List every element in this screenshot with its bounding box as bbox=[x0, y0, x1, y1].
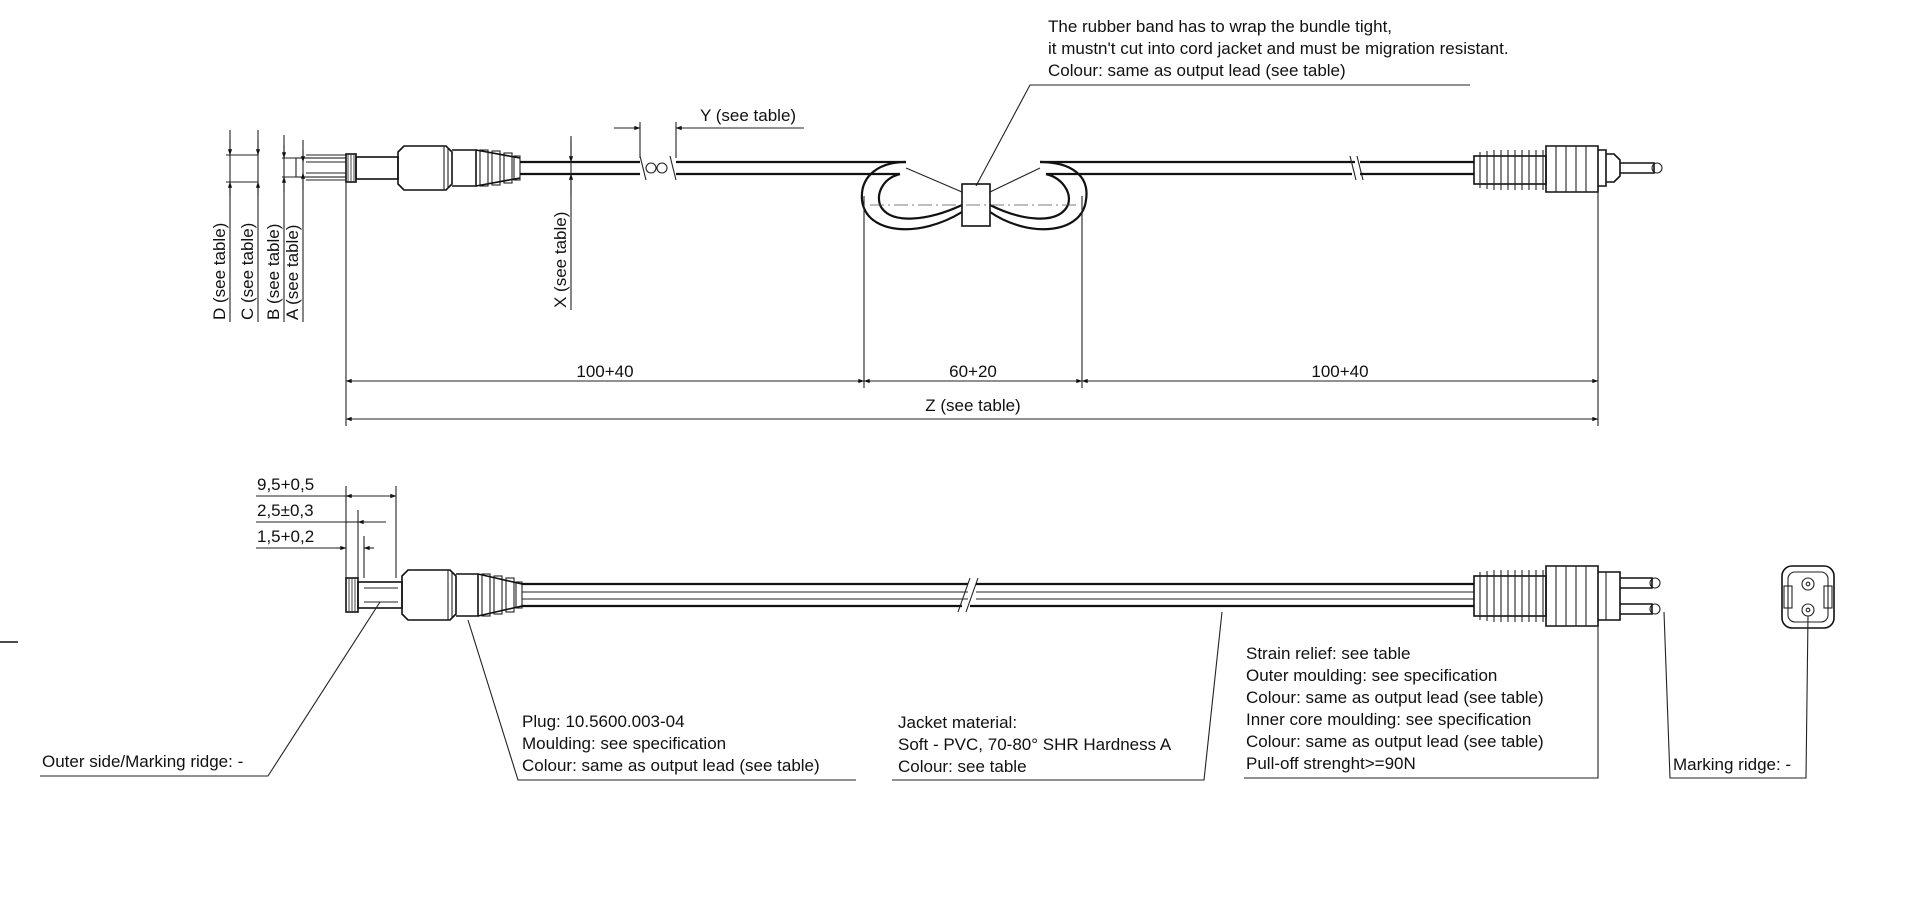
band-note-line2: it mustn't cut into cord jacket and must… bbox=[1048, 39, 1509, 58]
note-marking: Marking ridge: - bbox=[1663, 611, 1809, 779]
dim-1-5: 1,5+0,2 bbox=[257, 527, 314, 546]
dim-a-label: A (see table) bbox=[283, 225, 302, 320]
top-view: The rubber band has to wrap the bundle t… bbox=[210, 17, 1663, 426]
note-outer-side-text: Outer side/Marking ridge: - bbox=[42, 752, 243, 771]
band-note: The rubber band has to wrap the bundle t… bbox=[975, 17, 1509, 187]
dim-y: Y (see table) bbox=[614, 106, 804, 158]
note-marking-text: Marking ridge: - bbox=[1673, 755, 1791, 774]
right-connector-top bbox=[1473, 145, 1663, 193]
note-plug-line2: Moulding: see specification bbox=[522, 734, 726, 753]
cable-top bbox=[520, 155, 1474, 231]
dim-2-5: 2,5±0,3 bbox=[257, 501, 314, 520]
dim-b-label: B (see table) bbox=[264, 224, 283, 320]
dim-x-label: X (see table) bbox=[551, 212, 570, 308]
note-strain: Strain relief: see table Outer moulding:… bbox=[1244, 626, 1599, 779]
dim-9-5: 9,5+0,5 bbox=[257, 475, 314, 494]
note-strain-line1: Strain relief: see table bbox=[1246, 644, 1410, 663]
note-plug-line1: Plug: 10.5600.003-04 bbox=[522, 712, 685, 731]
dim-left-len: 100+40 bbox=[576, 362, 633, 381]
dim-c-label: C (see table) bbox=[238, 223, 257, 320]
dims-bottom: 9,5+0,5 2,5±0,3 1,5+0,2 bbox=[256, 475, 397, 578]
note-plug: Plug: 10.5600.003-04 Moulding: see speci… bbox=[467, 619, 856, 781]
cable-bottom bbox=[522, 577, 1474, 613]
note-strain-line6: Pull-off strenght>=90N bbox=[1246, 754, 1416, 773]
note-outer-side: Outer side/Marking ridge: - bbox=[40, 601, 381, 777]
note-jacket: Jacket material: Soft - PVC, 70-80° SHR … bbox=[892, 611, 1223, 781]
note-jacket-line2: Soft - PVC, 70-80° SHR Hardness A bbox=[898, 735, 1172, 754]
dim-right-len: 100+40 bbox=[1311, 362, 1368, 381]
dim-mid-len: 60+20 bbox=[949, 362, 997, 381]
note-strain-line2: Outer moulding: see specification bbox=[1246, 666, 1497, 685]
note-strain-line5: Colour: same as output lead (see table) bbox=[1246, 732, 1544, 751]
note-strain-line4: Inner core moulding: see specification bbox=[1246, 710, 1531, 729]
dims-abcd: D (see table) C (see table) B (see table… bbox=[210, 130, 306, 322]
bottom-view: 9,5+0,5 2,5±0,3 1,5+0,2 bbox=[0, 475, 1835, 781]
dim-y-label: Y (see table) bbox=[700, 106, 796, 125]
note-jacket-line1: Jacket material: bbox=[898, 713, 1017, 732]
left-plug-bottom bbox=[345, 569, 523, 621]
left-plug-top bbox=[295, 145, 521, 191]
length-dims: 100+40 60+20 100+40 Z (see table) bbox=[345, 182, 1599, 426]
note-strain-line3: Colour: same as output lead (see table) bbox=[1246, 688, 1544, 707]
band-note-line1: The rubber band has to wrap the bundle t… bbox=[1048, 17, 1392, 36]
note-jacket-line3: Colour: see table bbox=[898, 757, 1027, 776]
dim-d-label: D (see table) bbox=[210, 223, 229, 320]
note-plug-line3: Colour: same as output lead (see table) bbox=[522, 756, 820, 775]
dim-x: X (see table) bbox=[551, 136, 574, 310]
right-connector-bottom bbox=[1473, 565, 1661, 627]
dim-total-len: Z (see table) bbox=[925, 396, 1020, 415]
band-note-line3: Colour: same as output lead (see table) bbox=[1048, 61, 1346, 80]
